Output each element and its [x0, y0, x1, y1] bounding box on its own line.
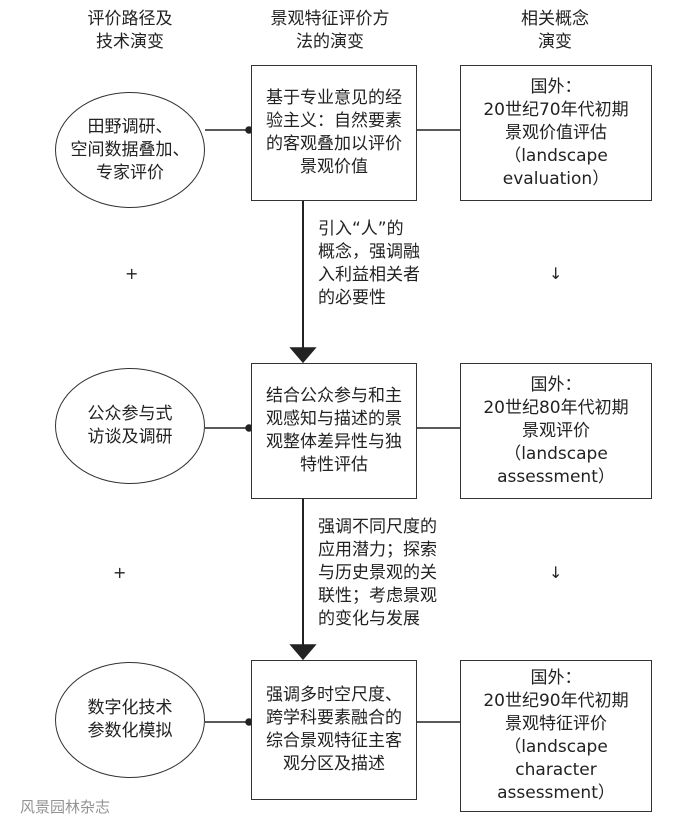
method-box-3: 强调多时空尺度、 跨学科要素融合的 综合景观特征主客 观分区及描述 — [251, 660, 417, 800]
concept-box-1: 国外： 20世纪70年代初期 景观价值评估 （landscape evaluat… — [460, 65, 652, 201]
header-method: 景观特征评价方 法的演变 — [270, 9, 390, 52]
path-node-3: 数字化技术 参数化模拟 — [55, 662, 205, 778]
header-path: 评价路径及 技术演变 — [87, 9, 173, 52]
transition-1-text: 引入“人”的 概念，强调融 入利益相关者 的必要性 — [318, 219, 420, 308]
arrow-1-head — [289, 347, 317, 364]
path-node-2: 公众参与式 访谈及调研 — [55, 368, 205, 484]
transition-2-text: 强调不同尺度的 应用潜力；探索 与历史景观的关 联性；考虑景观 的变化与发展 — [318, 517, 437, 629]
concept-box-3: 国外： 20世纪90年代初期 景观特征评价 （landscape charact… — [460, 660, 652, 812]
plus-mark-2: + — [113, 563, 127, 582]
path-node-1: 田野调研、 空间数据叠加、 专家评价 — [55, 92, 205, 208]
header-concept: 相关概念 演变 — [521, 9, 589, 52]
down-arrow-icon-2: ↓ — [549, 563, 563, 582]
down-arrow-icon-1: ↓ — [549, 264, 563, 283]
plus-mark-1: + — [125, 264, 139, 283]
watermark: 风景园林杂志 — [20, 798, 111, 816]
arrow-2-head — [289, 644, 317, 661]
method-box-1: 基于专业意见的经 验主义：自然要素 的客观叠加以评价 景观价值 — [251, 65, 417, 201]
concept-box-2: 国外： 20世纪80年代初期 景观评价 （landscape assessmen… — [460, 363, 652, 499]
method-box-2: 结合公众参与和主 观感知与描述的景 观整体差异性与独 特性评估 — [251, 363, 417, 499]
